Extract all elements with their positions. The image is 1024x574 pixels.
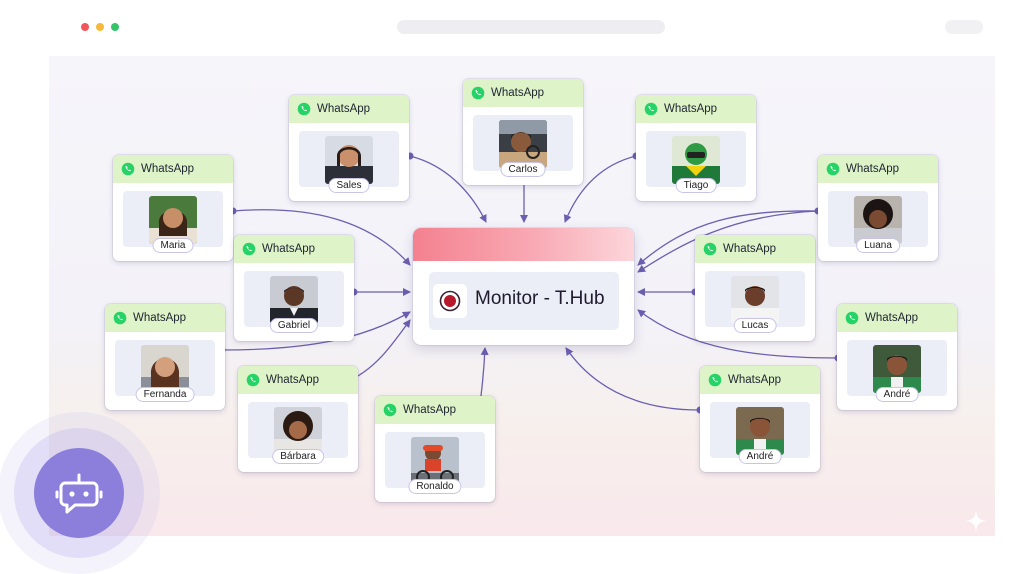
card-header: WhatsApp	[105, 304, 225, 332]
card-app-label: WhatsApp	[846, 163, 900, 175]
card-app-label: WhatsApp	[664, 103, 718, 115]
sparkle-icon	[965, 510, 987, 532]
card-header: WhatsApp	[818, 155, 938, 183]
contact-card-lucas[interactable]: WhatsApp Lucas	[695, 235, 815, 341]
avatar-photo	[854, 196, 902, 244]
card-header: WhatsApp	[238, 366, 358, 394]
contact-card-maria[interactable]: WhatsApp Maria	[113, 155, 233, 261]
contact-card-gabriel[interactable]: WhatsApp Gabriel	[234, 235, 354, 341]
address-bar[interactable]	[397, 20, 665, 34]
contact-card-andre-right[interactable]: WhatsApp André	[837, 304, 957, 410]
avatar-photo	[499, 120, 547, 168]
whatsapp-icon	[383, 403, 397, 417]
monitor-hub-node[interactable]: Monitor - T.Hub	[413, 228, 634, 345]
whatsapp-icon	[121, 162, 135, 176]
card-app-label: WhatsApp	[728, 374, 782, 386]
avatar-photo	[270, 276, 318, 324]
avatar-photo	[325, 136, 373, 184]
card-app-label: WhatsApp	[266, 374, 320, 386]
card-header: WhatsApp	[289, 95, 409, 123]
monitor-header	[413, 228, 634, 261]
card-app-label: WhatsApp	[317, 103, 371, 115]
contact-card-sales[interactable]: WhatsApp Sales	[289, 95, 409, 201]
card-header: WhatsApp	[234, 235, 354, 263]
contact-name: André	[875, 387, 919, 402]
avatar-photo	[736, 407, 784, 455]
avatar-photo	[411, 437, 459, 485]
whatsapp-icon	[471, 86, 485, 100]
card-app-label: WhatsApp	[262, 243, 316, 255]
card-header: WhatsApp	[695, 235, 815, 263]
avatar-photo	[274, 407, 322, 455]
whatsapp-icon	[246, 373, 260, 387]
whatsapp-icon	[708, 373, 722, 387]
card-app-label: WhatsApp	[491, 87, 545, 99]
contact-card-fernanda[interactable]: WhatsApp Fernanda	[105, 304, 225, 410]
contact-card-ronaldo[interactable]: WhatsApp Ronaldo	[375, 396, 495, 502]
whatsapp-icon	[703, 242, 717, 256]
bot-icon	[55, 473, 103, 514]
contact-name: Sales	[328, 178, 370, 193]
card-header: WhatsApp	[375, 396, 495, 424]
whatsapp-icon	[297, 102, 311, 116]
monitor-title: Monitor - T.Hub	[475, 288, 605, 309]
card-header: WhatsApp	[463, 79, 583, 107]
card-app-label: WhatsApp	[723, 243, 777, 255]
card-app-label: WhatsApp	[133, 312, 187, 324]
contact-card-luana[interactable]: WhatsApp Luana	[818, 155, 938, 261]
bot-assistant-button[interactable]	[34, 448, 124, 538]
contact-card-barbara[interactable]: WhatsApp Bárbara	[238, 366, 358, 472]
whatsapp-icon	[644, 102, 658, 116]
avatar-photo	[149, 196, 197, 244]
contact-card-andre-bottom[interactable]: WhatsApp André	[700, 366, 820, 472]
close-window-icon[interactable]	[81, 23, 89, 31]
card-header: WhatsApp	[113, 155, 233, 183]
contact-name: Gabriel	[269, 318, 319, 333]
window-titlebar	[0, 0, 1024, 56]
card-app-label: WhatsApp	[865, 312, 919, 324]
avatar-photo	[731, 276, 779, 324]
contact-name: André	[738, 449, 782, 464]
card-app-label: WhatsApp	[141, 163, 195, 175]
contact-name: Ronaldo	[408, 479, 462, 494]
contact-name: Tiago	[675, 178, 717, 193]
contact-name: Luana	[856, 238, 900, 253]
whatsapp-icon	[845, 311, 859, 325]
card-header: WhatsApp	[837, 304, 957, 332]
whatsapp-icon	[113, 311, 127, 325]
contact-name: Bárbara	[272, 449, 324, 464]
avatar-photo	[141, 345, 189, 393]
whatsapp-icon	[826, 162, 840, 176]
card-header: WhatsApp	[636, 95, 756, 123]
contact-card-tiago[interactable]: WhatsApp Tiago	[636, 95, 756, 201]
minimize-window-icon[interactable]	[96, 23, 104, 31]
maximize-window-icon[interactable]	[111, 23, 119, 31]
card-header: WhatsApp	[700, 366, 820, 394]
card-app-label: WhatsApp	[403, 404, 457, 416]
contact-name: Carlos	[500, 162, 546, 177]
contact-name: Maria	[152, 238, 194, 253]
avatar-photo	[672, 136, 720, 184]
avatar-photo	[873, 345, 921, 393]
toolbar-button[interactable]	[945, 20, 983, 34]
record-icon	[433, 284, 467, 318]
whatsapp-icon	[242, 242, 256, 256]
contact-card-carlos[interactable]: WhatsApp Carlos	[463, 79, 583, 185]
contact-name: Fernanda	[135, 387, 195, 402]
contact-name: Lucas	[733, 318, 777, 333]
